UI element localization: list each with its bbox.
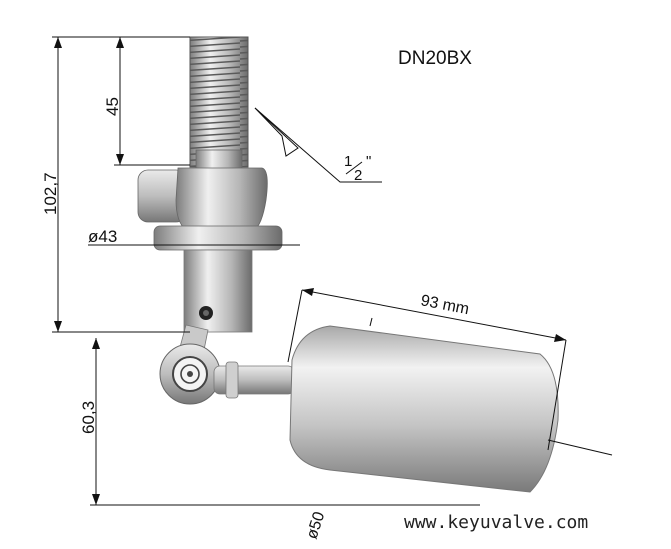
thread-size-whole: 1	[344, 153, 352, 170]
dim-flange-diameter: ø43	[88, 227, 117, 246]
thread-size-label: 1 2 "	[344, 153, 371, 184]
float-arm	[213, 361, 295, 399]
float-ball	[289, 325, 559, 493]
dim-total-height: 102,7	[41, 172, 60, 215]
pivot-hub	[159, 343, 221, 405]
thread-size-part: 2	[354, 167, 362, 184]
dim-arm-height: 60,3	[79, 401, 98, 434]
valve-body	[137, 167, 283, 363]
website-watermark: www.keyuvalve.com	[404, 512, 588, 533]
dim-thread-length: 45	[103, 97, 122, 116]
model-title: DN20BX	[398, 48, 472, 69]
threaded-stem	[189, 36, 249, 171]
dimension-lines	[52, 36, 613, 506]
dim-float-diameter: ø50	[304, 510, 329, 542]
dim-float-length: 93 mm	[419, 292, 470, 318]
thread-size-unit: "	[366, 153, 371, 170]
